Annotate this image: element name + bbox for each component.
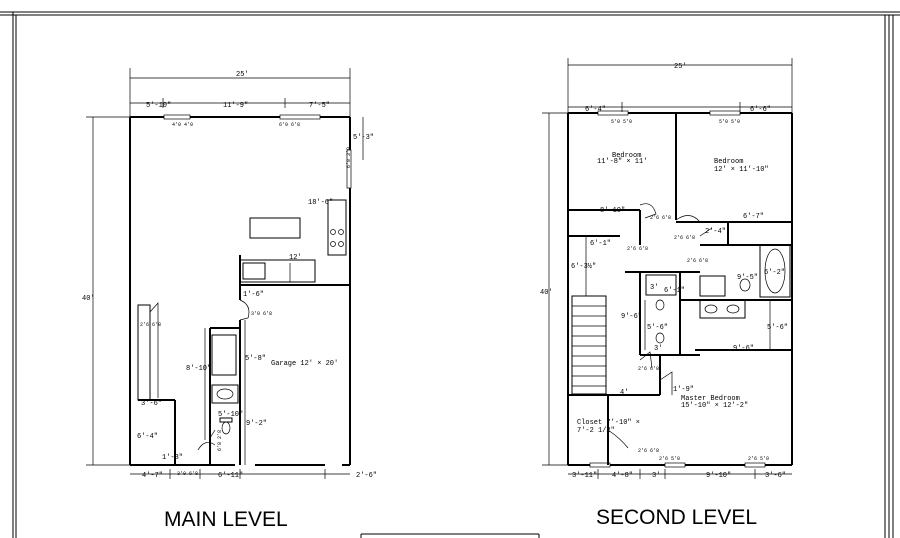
closet-left-dim: 8'-10"	[600, 207, 625, 215]
second-level-title: SECOND LEVEL	[596, 506, 757, 529]
main-window-label-1: 4'0 4'0	[172, 122, 193, 128]
landing-dim: 6'-3½"	[571, 262, 596, 271]
main-bath-len-dim: 5'-10"	[218, 411, 243, 419]
main-stair-dim: 8'-10"	[186, 365, 211, 373]
master-size: 15'-10" × 12'-2"	[681, 402, 748, 410]
second-window-label-2: 5'0 5'0	[719, 119, 740, 125]
main-right-top-dim: 5'-3"	[353, 134, 374, 142]
main-entry-dim: 1'-3"	[162, 454, 183, 462]
tub-dim: 6'-2"	[764, 269, 785, 277]
main-exterior-walls	[129, 114, 352, 466]
second-bottom-dim-3: 3'	[652, 472, 660, 480]
main-closet-door	[137, 302, 159, 401]
second-interior-walls	[568, 113, 792, 465]
bedroom-1-name: Bedroom	[612, 152, 641, 160]
garage-door-seg-dim: 5'-8"	[245, 355, 266, 363]
second-overall-width: 25'	[674, 63, 687, 71]
second-bottom-dim-5: 3'-6"	[765, 472, 786, 480]
second-overall-depth: 40'	[540, 289, 553, 297]
one-nine-dim: 1'-9"	[673, 386, 694, 394]
second-door-label-1: 2'6 6'8	[650, 215, 671, 221]
main-overall-width: 25'	[236, 71, 249, 79]
step-dim: 1'-6"	[243, 291, 264, 299]
main-window-label-2: 6'0 6'8	[279, 122, 300, 128]
second-exterior-walls	[567, 110, 793, 468]
second-stair	[571, 295, 607, 395]
main-top-dim-1: 5'-10"	[146, 102, 171, 110]
second-bath-fixtures	[645, 244, 791, 344]
second-dimension-lines	[542, 58, 793, 479]
sheet-border	[0, 11, 900, 538]
main-level-plan: 25' 40' 5'-10" 11'-9" 7'-5" 4'0 4'0 6'0 …	[82, 68, 377, 531]
second-window-label-3: 2'6 5'0	[659, 456, 680, 462]
second-bottom-dim-4: 9'-10"	[706, 472, 731, 480]
second-window-label-1: 5'0 5'0	[611, 119, 632, 125]
main-window-label-3: 6'8 3'0	[346, 147, 352, 168]
hall-dim: 6'-1"	[590, 240, 611, 248]
main-bottom-dim-1: 4'-7"	[142, 472, 163, 480]
main-bottom-dim-3: 2'-6"	[356, 472, 377, 480]
main-level-title: MAIN LEVEL	[164, 508, 288, 531]
second-door-label-3: 2'6 6'8	[627, 246, 648, 252]
closet-label-2: 7'-2 1/2"	[577, 427, 615, 435]
bath-len-dim: 9'-6"	[733, 345, 754, 353]
bedroom-1-size: 11'-8" × 11'	[597, 158, 647, 166]
bedroom-2-name: Bedroom	[714, 158, 743, 166]
main-closet-dim: 3'-6"	[141, 400, 162, 408]
closet-right-dim: 6'-7"	[743, 213, 764, 221]
main-door-label-6: 6'8 2'8	[217, 430, 223, 451]
main-left-lower-dim: 9'-2"	[246, 420, 267, 428]
right-mid-dim: 5'-6"	[767, 324, 788, 332]
main-door-label-5: 2'6 6'8	[140, 322, 161, 328]
second-door-swings	[607, 203, 713, 449]
second-door-label-4: 2'6 6'8	[687, 258, 708, 264]
main-bottom-dim-2: 6'-11"	[218, 472, 243, 480]
vanity-dim: 5'-6"	[647, 324, 668, 332]
main-left-side-dim: 6'-4"	[137, 433, 158, 441]
second-top-dim-1: 6'-4"	[585, 106, 606, 114]
half-dim: 3'	[654, 345, 662, 353]
main-top-dim-2: 11'-9"	[223, 102, 248, 110]
second-top-dim-2: 6'-6"	[750, 106, 771, 114]
second-level-plan: 25' 40' 6'-4" 6'-6" 5'0 5'0 5'0 5'0 Bedr…	[540, 58, 793, 529]
master-name: Master Bedroom	[681, 395, 740, 403]
stairwell-dim: 9'-6"	[621, 313, 642, 321]
main-top-dim-3: 7'-5"	[309, 102, 330, 110]
main-dimension-lines	[86, 68, 364, 479]
main-overall-depth: 40'	[82, 295, 95, 303]
linen-dim: 6'-1"	[664, 287, 685, 295]
second-door-label-5: 2'6 6'8	[638, 366, 659, 372]
laundry-dim: 3'	[650, 284, 658, 292]
bath-width-dim: 9'-5"	[737, 274, 758, 282]
closet-label-1: Closet 7'-10" ×	[577, 419, 640, 427]
kitchen-fixtures	[239, 199, 347, 283]
second-door-label-6: 2'6 6'8	[638, 448, 659, 454]
second-bottom-dim-1: 3'-11"	[572, 472, 597, 480]
garage-label: Garage 12' × 20'	[271, 360, 338, 368]
main-door-swings	[197, 299, 250, 451]
main-door-label-4: 3'0 6'8	[251, 311, 272, 317]
main-bath-fixtures	[211, 334, 239, 435]
bedroom-2-size: 12' × 11'-10"	[714, 166, 769, 174]
small-closet-dim: 2'-4"	[705, 228, 726, 236]
four-dim: 4'	[620, 389, 628, 397]
second-bottom-dim-2: 4'-8"	[612, 472, 633, 480]
kitchen-depth-dim: 18'-6"	[308, 199, 333, 207]
main-door-label-7: 3'0 6'8	[177, 471, 198, 477]
second-window-label-4: 2'6 5'0	[748, 456, 769, 462]
counter-dim: 12'	[289, 254, 302, 262]
second-door-label-2: 2'6 6'8	[674, 235, 695, 241]
